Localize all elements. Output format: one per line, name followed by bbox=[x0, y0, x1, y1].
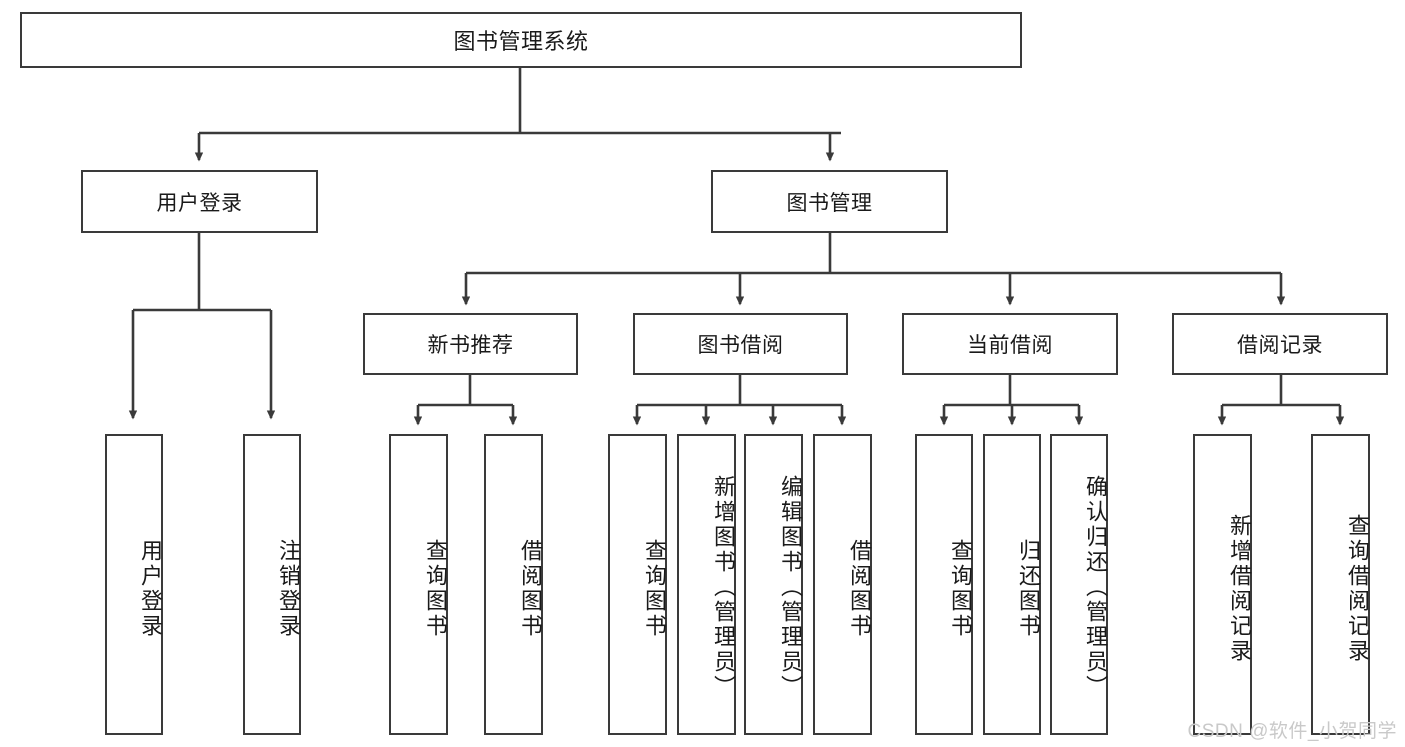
leaf-add-record-label: 新增借阅记录 bbox=[1227, 513, 1252, 664]
node-user-login[interactable]: 用户登录 bbox=[81, 170, 318, 233]
leaf-user-login[interactable]: 用户登录 bbox=[105, 434, 163, 735]
watermark: CSDN @软件_小贺同学 bbox=[1187, 721, 1397, 742]
node-root-label: 图书管理系统 bbox=[453, 29, 589, 54]
leaf-query-book-3[interactable]: 查询图书 bbox=[915, 434, 973, 735]
node-new-book-recommend-label: 新书推荐 bbox=[427, 334, 514, 357]
leaf-borrow-book-2[interactable]: 借阅图书 bbox=[813, 434, 872, 735]
leaf-edit-book-label: 编辑图书（管理员） bbox=[778, 475, 803, 700]
leaf-query-book-3-label: 查询图书 bbox=[948, 538, 973, 639]
node-new-book-recommend[interactable]: 新书推荐 bbox=[363, 313, 578, 375]
node-book-borrow-label: 图书借阅 bbox=[697, 334, 784, 357]
leaf-borrow-book-2-label: 借阅图书 bbox=[847, 538, 872, 639]
leaf-user-login-label: 用户登录 bbox=[138, 538, 163, 639]
leaf-edit-book[interactable]: 编辑图书（管理员） bbox=[744, 434, 803, 735]
node-book-manage-label: 图书管理 bbox=[786, 191, 873, 215]
leaf-user-logout-label: 注销登录 bbox=[276, 538, 301, 639]
leaf-query-book-2[interactable]: 查询图书 bbox=[608, 434, 667, 735]
node-current-borrow-label: 当前借阅 bbox=[967, 334, 1053, 357]
leaf-return-book[interactable]: 归还图书 bbox=[983, 434, 1041, 735]
node-root[interactable]: 图书管理系统 bbox=[20, 12, 1022, 68]
leaf-query-record[interactable]: 查询借阅记录 bbox=[1311, 434, 1370, 735]
node-borrow-record-label: 借阅记录 bbox=[1237, 334, 1323, 357]
leaf-query-book-1[interactable]: 查询图书 bbox=[389, 434, 448, 735]
node-user-login-label: 用户登录 bbox=[156, 191, 243, 215]
leaf-borrow-book-1-label: 借阅图书 bbox=[518, 538, 543, 639]
node-book-manage[interactable]: 图书管理 bbox=[711, 170, 948, 233]
node-book-borrow[interactable]: 图书借阅 bbox=[633, 313, 848, 375]
leaf-user-logout[interactable]: 注销登录 bbox=[243, 434, 301, 735]
leaf-query-book-1-label: 查询图书 bbox=[423, 538, 448, 639]
leaf-query-book-2-label: 查询图书 bbox=[642, 538, 667, 639]
leaf-confirm-return-label: 确认归还（管理员） bbox=[1083, 475, 1108, 700]
leaf-add-book-label: 新增图书（管理员） bbox=[711, 475, 736, 700]
node-current-borrow[interactable]: 当前借阅 bbox=[902, 313, 1118, 375]
leaf-add-record[interactable]: 新增借阅记录 bbox=[1193, 434, 1252, 735]
leaf-borrow-book-1[interactable]: 借阅图书 bbox=[484, 434, 543, 735]
leaf-return-book-label: 归还图书 bbox=[1016, 538, 1041, 639]
node-borrow-record[interactable]: 借阅记录 bbox=[1172, 313, 1388, 375]
leaf-query-record-label: 查询借阅记录 bbox=[1345, 513, 1370, 664]
leaf-confirm-return[interactable]: 确认归还（管理员） bbox=[1050, 434, 1108, 735]
leaf-add-book[interactable]: 新增图书（管理员） bbox=[677, 434, 736, 735]
